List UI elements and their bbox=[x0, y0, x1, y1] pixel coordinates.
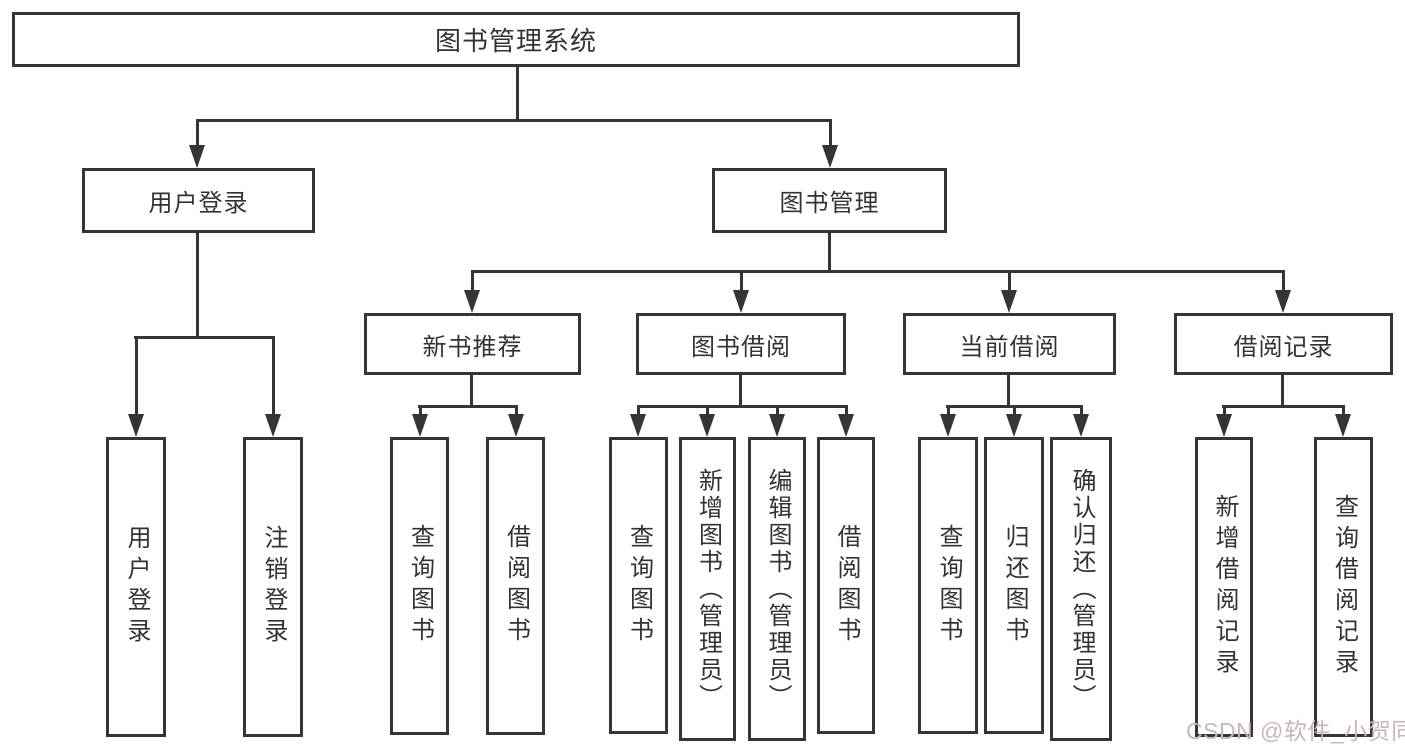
arrow-down-icon bbox=[733, 290, 749, 313]
leaf-query-books-borrow: 查询图书 bbox=[609, 437, 668, 734]
arrow-down-icon bbox=[1073, 414, 1089, 437]
arrow-to-add-borrow-record-shaft bbox=[1222, 405, 1226, 417]
arrow-down-icon bbox=[769, 414, 785, 437]
leaf-label: 查询图书 bbox=[625, 523, 653, 648]
leaf-label: 新增图书（管理员） bbox=[694, 467, 722, 711]
arrow-down-icon bbox=[699, 414, 715, 437]
connector-user-hline bbox=[134, 336, 275, 339]
node-label: 图书管理系统 bbox=[434, 26, 597, 56]
connector-borrowing-stub bbox=[739, 375, 742, 407]
node-book-borrowing: 图书借阅 bbox=[636, 313, 846, 375]
arrow-down-icon bbox=[265, 414, 281, 437]
node-label: 借阅记录 bbox=[1233, 333, 1334, 361]
arrow-down-icon bbox=[128, 414, 144, 437]
arrow-to-leaf-user-login-shaft bbox=[134, 336, 138, 417]
leaf-label: 借阅图书 bbox=[833, 523, 860, 648]
arrow-down-icon bbox=[1275, 290, 1291, 313]
arrow-down-icon bbox=[1001, 290, 1017, 313]
connector-book-hline bbox=[471, 270, 1285, 273]
leaf-logout: 注销登录 bbox=[243, 437, 303, 737]
arrow-down-icon bbox=[412, 414, 428, 437]
arrow-to-new-book-recommendation-shaft bbox=[470, 270, 474, 293]
node-label: 新书推荐 bbox=[422, 333, 523, 361]
arrow-down-icon bbox=[630, 414, 646, 437]
arrow-to-add-book-admin-shaft bbox=[705, 405, 709, 417]
arrow-down-icon bbox=[822, 145, 838, 168]
connector-root-stub bbox=[516, 67, 519, 121]
arrow-down-icon bbox=[1006, 414, 1022, 437]
arrow-down-icon bbox=[838, 414, 854, 437]
arrow-down-icon bbox=[940, 414, 956, 437]
arrow-to-confirm-return-admin-shaft bbox=[1079, 405, 1083, 417]
leaf-label: 确认归还（管理员） bbox=[1068, 467, 1095, 711]
csdn-watermark: CSDN @软件_小贺同学 bbox=[1186, 718, 1405, 744]
connector-user-stub bbox=[196, 233, 199, 338]
arrow-to-borrowing-records-shaft bbox=[1281, 270, 1285, 293]
arrow-down-icon bbox=[1216, 414, 1232, 437]
arrow-to-query-books-current-shaft bbox=[946, 405, 950, 417]
node-new-book-recommendation: 新书推荐 bbox=[364, 313, 581, 375]
leaf-return-books: 归还图书 bbox=[984, 437, 1044, 734]
leaf-label: 编辑图书（管理员） bbox=[764, 467, 791, 711]
arrow-to-query-borrow-record-shaft bbox=[1341, 405, 1345, 417]
arrow-to-current-borrowing-shaft bbox=[1007, 270, 1011, 293]
connector-records-hline bbox=[1222, 405, 1345, 408]
leaf-add-book-admin: 新增图书（管理员） bbox=[679, 437, 736, 741]
arrow-to-return-books-shaft bbox=[1012, 405, 1016, 417]
connector-current-stub bbox=[1007, 375, 1010, 407]
connector-records-stub bbox=[1281, 375, 1284, 407]
leaf-label: 查询借阅记录 bbox=[1330, 494, 1358, 680]
connector-root-hline bbox=[196, 119, 832, 122]
node-book-management: 图书管理 bbox=[712, 168, 947, 233]
leaf-confirm-return-admin: 确认归还（管理员） bbox=[1050, 437, 1112, 741]
node-label: 用户登录 bbox=[148, 190, 249, 217]
arrow-to-leaf-logout-shaft bbox=[271, 336, 275, 417]
node-label: 图书管理 bbox=[779, 190, 880, 217]
connector-recommend-hline bbox=[418, 405, 518, 408]
connector-recommend-stub bbox=[470, 375, 473, 407]
arrow-to-query-books-recommend-shaft bbox=[418, 405, 422, 417]
leaf-label: 新增借阅记录 bbox=[1211, 494, 1238, 680]
node-label: 图书借阅 bbox=[691, 333, 791, 361]
leaf-borrow-books: 借阅图书 bbox=[817, 437, 875, 734]
leaf-user-login: 用户登录 bbox=[106, 437, 166, 737]
arrow-to-borrow-books-recommend-shaft bbox=[514, 405, 518, 417]
arrow-to-user-login-shaft bbox=[195, 119, 199, 148]
connector-borrowing-hline bbox=[637, 405, 848, 408]
node-user-login: 用户登录 bbox=[82, 168, 315, 233]
node-current-borrowing: 当前借阅 bbox=[903, 313, 1116, 375]
arrow-to-book-borrowing-shaft bbox=[739, 270, 743, 293]
leaf-query-books-current: 查询图书 bbox=[918, 437, 978, 734]
arrow-down-icon bbox=[189, 145, 205, 168]
leaf-label: 归还图书 bbox=[1001, 523, 1028, 648]
arrow-down-icon bbox=[508, 414, 524, 437]
leaf-label: 注销登录 bbox=[260, 525, 287, 649]
arrow-to-borrow-books-shaft bbox=[844, 405, 848, 417]
leaf-borrow-books-recommend: 借阅图书 bbox=[486, 437, 545, 735]
leaf-edit-book-admin: 编辑图书（管理员） bbox=[748, 437, 806, 741]
leaf-label: 借阅图书 bbox=[502, 524, 530, 648]
leaf-query-books-recommend: 查询图书 bbox=[390, 437, 449, 735]
node-library-management-system: 图书管理系统 bbox=[12, 12, 1020, 67]
node-borrowing-records: 借阅记录 bbox=[1174, 313, 1393, 375]
leaf-query-borrow-record: 查询借阅记录 bbox=[1314, 437, 1373, 737]
arrow-to-query-books-borrow-shaft bbox=[636, 405, 640, 417]
leaf-label: 用户登录 bbox=[123, 525, 150, 649]
arrow-down-icon bbox=[1335, 414, 1351, 437]
node-label: 当前借阅 bbox=[959, 333, 1060, 361]
leaf-label: 查询图书 bbox=[406, 524, 434, 648]
arrow-down-icon bbox=[464, 290, 480, 313]
arrow-to-book-management-shaft bbox=[828, 119, 832, 148]
leaf-label: 查询图书 bbox=[935, 523, 962, 648]
leaf-add-borrow-record: 新增借阅记录 bbox=[1195, 437, 1253, 737]
connector-book-stub bbox=[828, 233, 831, 272]
arrow-to-edit-book-admin-shaft bbox=[775, 405, 779, 417]
